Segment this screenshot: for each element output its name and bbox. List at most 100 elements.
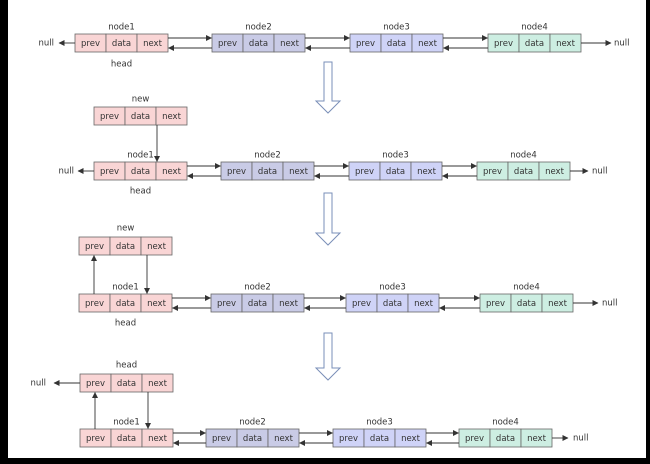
- s3-node1: prev data next: [78, 293, 173, 313]
- step-arrow-1: [314, 61, 342, 114]
- prev-label: prev: [218, 39, 237, 49]
- next-cell: [136, 33, 169, 53]
- s4-node3: prev data next: [332, 428, 427, 448]
- s4-null-right: null: [573, 434, 589, 444]
- next-cell: [141, 373, 174, 393]
- prev-label: prev: [483, 167, 502, 177]
- s2-node3: prev data next: [348, 161, 443, 181]
- next-label: next: [147, 299, 166, 309]
- linked-list-insert-head-diagram: prev data next node1 prev data next node2 prev da…: [31, 23, 630, 448]
- data-label: data: [112, 39, 131, 49]
- s1-node4: prev data next: [487, 33, 582, 53]
- data-label: data: [116, 299, 135, 309]
- data-label: data: [117, 379, 136, 389]
- next-label: next: [148, 434, 167, 444]
- prev-label: prev: [465, 434, 484, 444]
- data-label: data: [131, 112, 150, 122]
- s3-head-label: head: [115, 319, 136, 329]
- next-label: next: [527, 434, 546, 444]
- next-label: next: [556, 39, 575, 49]
- next-label: next: [147, 242, 166, 252]
- data-label: data: [248, 299, 267, 309]
- prev-label: prev: [85, 242, 104, 252]
- s1-node1-label: node1: [108, 23, 135, 33]
- s1-node1: prev data next: [74, 33, 169, 53]
- s4-head-label: head: [116, 361, 137, 371]
- next-label: next: [418, 39, 437, 49]
- prev-label: prev: [217, 299, 236, 309]
- data-label: data: [386, 167, 405, 177]
- prev-label: prev: [486, 299, 505, 309]
- s2-null-left: null: [59, 167, 75, 177]
- s3-node2: prev data next: [210, 293, 305, 313]
- next-cell: [282, 161, 315, 181]
- next-label: next: [162, 167, 181, 177]
- prev-label: prev: [352, 299, 371, 309]
- next-label: next: [289, 167, 308, 177]
- next-label: next: [280, 39, 299, 49]
- s2-null-right: null: [592, 167, 608, 177]
- prev-label: prev: [100, 167, 119, 177]
- s1-node2-label: node2: [245, 23, 272, 33]
- s4-node2-label: node2: [239, 418, 266, 428]
- next-label: next: [417, 167, 436, 177]
- next-cell: [411, 33, 444, 53]
- s4-node4: prev data next: [458, 428, 553, 448]
- prev-label: prev: [81, 39, 100, 49]
- s1-null-left: null: [39, 39, 55, 49]
- diagram-frame: prev data next node1 prev data next node2 prev da…: [8, 0, 646, 458]
- next-label: next: [279, 299, 298, 309]
- data-label: data: [116, 242, 135, 252]
- next-cell: [267, 428, 300, 448]
- next-label: next: [274, 434, 293, 444]
- next-label: next: [162, 112, 181, 122]
- next-label: next: [401, 434, 420, 444]
- data-label: data: [525, 39, 544, 49]
- next-cell: [155, 106, 188, 126]
- prev-label: prev: [356, 39, 375, 49]
- data-label: data: [243, 434, 262, 444]
- s4-node2: prev data next: [205, 428, 300, 448]
- next-cell: [155, 161, 188, 181]
- prev-label: prev: [355, 167, 374, 177]
- prev-label: prev: [212, 434, 231, 444]
- next-cell: [407, 293, 440, 313]
- s4-node1-label: node1: [113, 418, 140, 428]
- next-label: next: [148, 379, 167, 389]
- data-label: data: [514, 167, 533, 177]
- s1-node2: prev data next: [211, 33, 306, 53]
- prev-label: prev: [339, 434, 358, 444]
- data-label: data: [370, 434, 389, 444]
- data-label: data: [249, 39, 268, 49]
- s1-node4-label: node4: [521, 23, 548, 33]
- prev-label: prev: [100, 112, 119, 122]
- s4-node3-label: node3: [366, 418, 393, 428]
- data-label: data: [496, 434, 515, 444]
- s2-new-label: new: [132, 95, 150, 105]
- data-label: data: [517, 299, 536, 309]
- s2-node1-label: node1: [127, 151, 154, 161]
- next-cell: [410, 161, 443, 181]
- s3-node4-label: node4: [513, 283, 540, 293]
- next-cell: [140, 293, 173, 313]
- s3-new-node: prev data next: [78, 236, 173, 256]
- prev-label: prev: [494, 39, 513, 49]
- prev-label: prev: [85, 299, 104, 309]
- next-cell: [272, 293, 305, 313]
- s4-node4-label: node4: [492, 418, 519, 428]
- s3-node2-label: node2: [244, 283, 271, 293]
- data-label: data: [258, 167, 277, 177]
- next-cell: [273, 33, 306, 53]
- s3-null-right: null: [602, 299, 618, 309]
- s2-node2-label: node2: [254, 151, 281, 161]
- s4-null-left: null: [31, 379, 47, 389]
- s3-node1-label: node1: [112, 283, 139, 293]
- next-label: next: [143, 39, 162, 49]
